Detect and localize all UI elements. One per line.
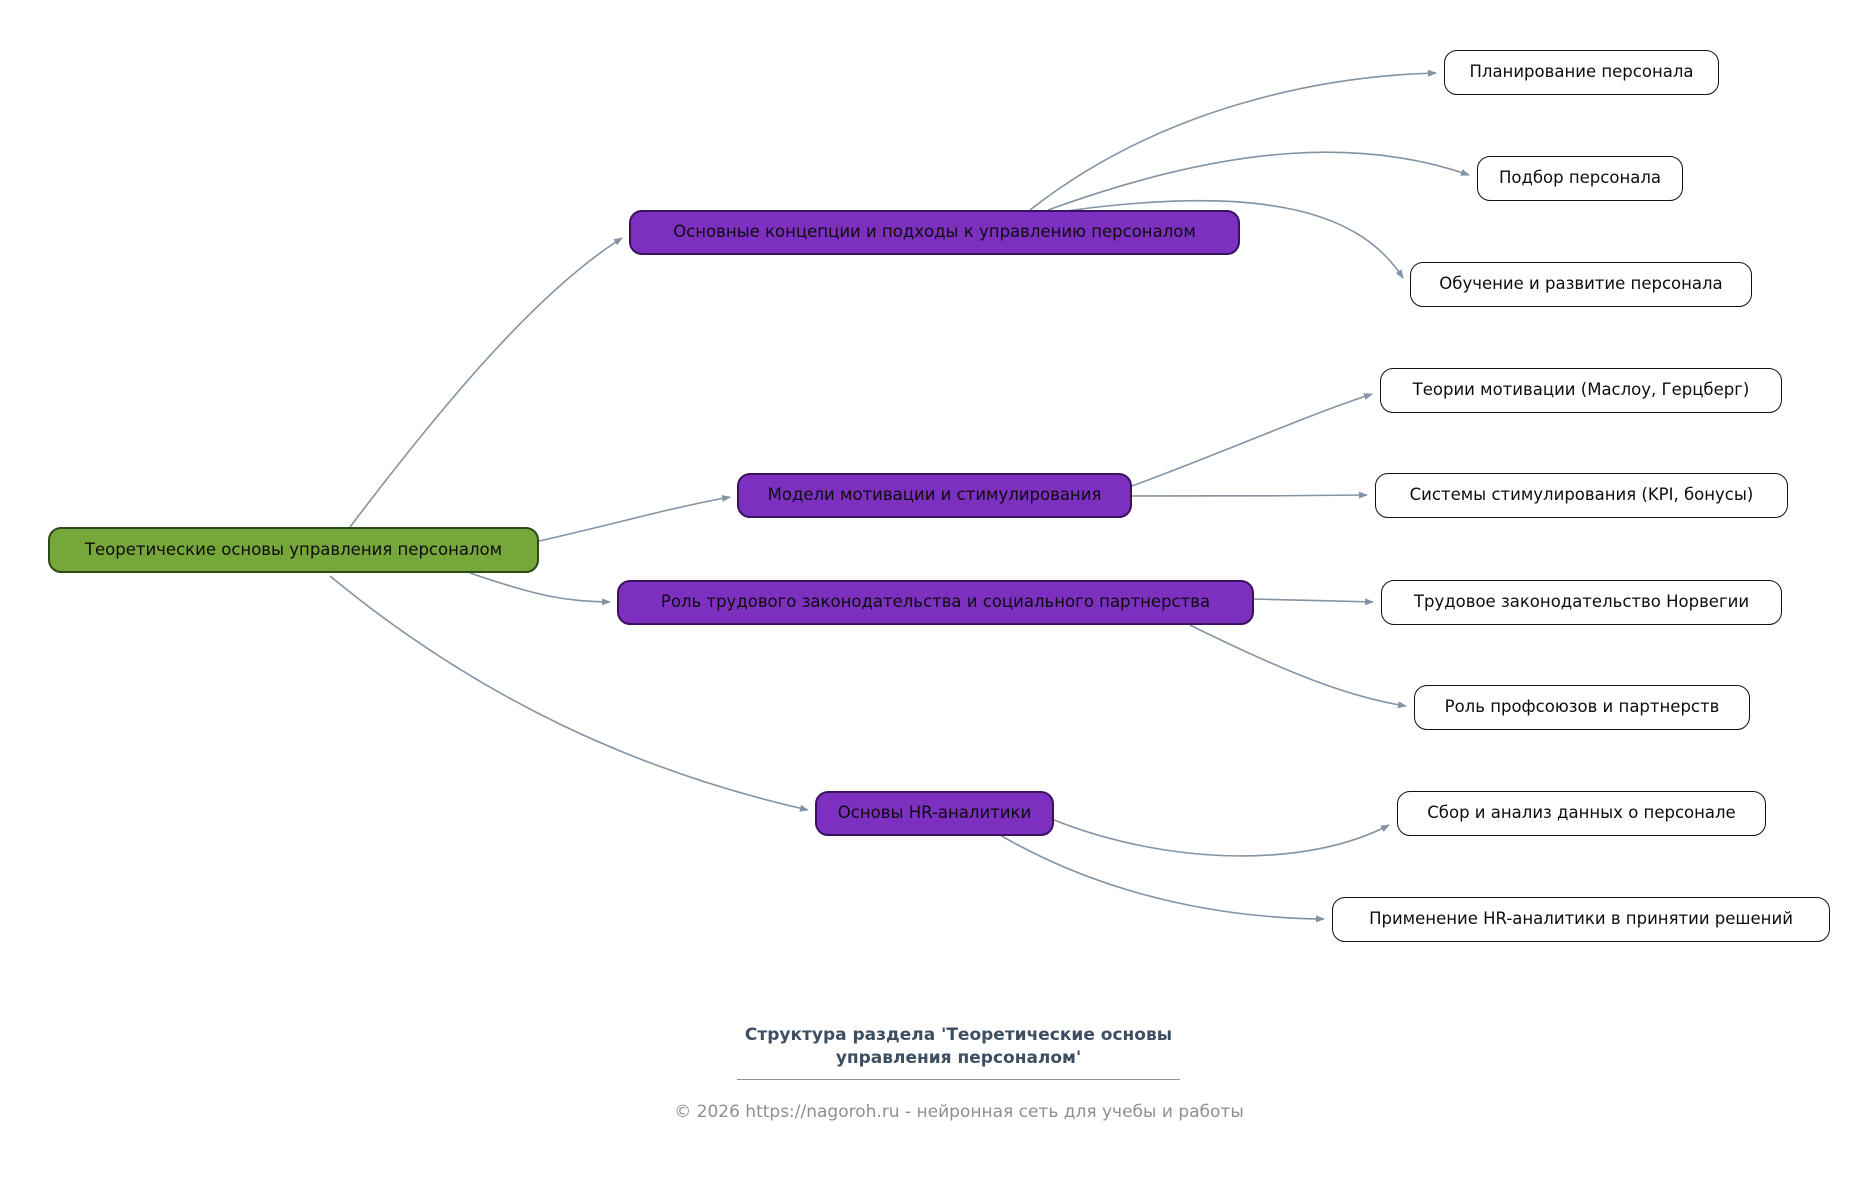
branch-node-3: Роль трудового законодательства и социал… bbox=[617, 580, 1254, 625]
branch-node-2: Модели мотивации и стимулирования bbox=[737, 473, 1132, 518]
leaf-node-1-1: Планирование персонала bbox=[1444, 50, 1719, 95]
leaf-node-4-1-label: Сбор и анализ данных о персонале bbox=[1427, 803, 1736, 823]
diagram-caption: Структура раздела 'Теоретические основы … bbox=[737, 1024, 1180, 1080]
edge-branch4-to-leaf-1 bbox=[1053, 819, 1390, 857]
leaf-node-4-1: Сбор и анализ данных о персонале bbox=[1397, 791, 1766, 836]
leaf-node-2-1: Теории мотивации (Маслоу, Герцберг) bbox=[1380, 368, 1782, 413]
leaf-node-3-2: Роль профсоюзов и партнерств bbox=[1414, 685, 1750, 730]
diagram-footer: © 2026 https://nagoroh.ru - нейронная се… bbox=[634, 1102, 1284, 1122]
branch-node-4: Основы HR-аналитики bbox=[815, 791, 1054, 836]
leaf-node-2-2: Системы стимулирования (KPI, бонусы) bbox=[1375, 473, 1788, 518]
edge-branch2-to-leaf-1 bbox=[1131, 393, 1373, 487]
leaf-node-3-1-label: Трудовое законодательство Норвегии bbox=[1413, 592, 1750, 612]
leaf-node-4-2: Применение HR-аналитики в принятии решен… bbox=[1332, 897, 1830, 942]
leaf-node-4-2-label: Применение HR-аналитики в принятии решен… bbox=[1369, 909, 1793, 929]
edge-branch3-to-leaf-2 bbox=[1189, 624, 1407, 709]
edge-branch4-to-leaf-2 bbox=[999, 834, 1325, 923]
branch-node-1-label: Основные концепции и подходы к управлени… bbox=[673, 222, 1196, 242]
edge-branch2-to-leaf-2 bbox=[1131, 491, 1368, 499]
edge-branch3-to-leaf-1 bbox=[1253, 598, 1374, 606]
branch-node-1: Основные концепции и подходы к управлени… bbox=[629, 210, 1240, 255]
edge-root-to-branch-1 bbox=[349, 237, 623, 528]
branch-node-4-label: Основы HR-аналитики bbox=[837, 803, 1032, 823]
root-node-label: Теоретические основы управления персонал… bbox=[84, 539, 503, 559]
leaf-node-1-3: Обучение и развитие персонала bbox=[1410, 262, 1752, 307]
edge-branch1-to-leaf-2 bbox=[1047, 151, 1470, 211]
leaf-node-3-2-label: Роль профсоюзов и партнерств bbox=[1444, 697, 1720, 717]
leaf-node-1-2: Подбор персонала bbox=[1477, 156, 1683, 201]
edge-branch1-to-leaf-1 bbox=[1029, 69, 1437, 211]
edge-root-to-branch-3 bbox=[469, 572, 611, 606]
caption-divider bbox=[737, 1079, 1180, 1080]
leaf-node-3-1: Трудовое законодательство Норвегии bbox=[1381, 580, 1782, 625]
branch-node-3-label: Роль трудового законодательства и социал… bbox=[660, 592, 1211, 612]
edge-root-to-branch-2 bbox=[538, 495, 731, 542]
root-node: Теоретические основы управления персонал… bbox=[48, 527, 539, 573]
leaf-node-1-1-label: Планирование персонала bbox=[1469, 62, 1694, 82]
leaf-node-1-2-label: Подбор персонала bbox=[1498, 168, 1662, 188]
leaf-node-2-1-label: Теории мотивации (Маслоу, Герцберг) bbox=[1412, 380, 1750, 400]
leaf-node-2-2-label: Системы стимулирования (KPI, бонусы) bbox=[1409, 485, 1754, 505]
diagram-caption-line2: управления персоналом' bbox=[835, 1048, 1082, 1068]
diagram-caption-line1: Структура раздела 'Теоретические основы bbox=[744, 1025, 1173, 1045]
diagram-footer-text: © 2026 https://nagoroh.ru - нейронная се… bbox=[674, 1102, 1244, 1122]
branch-node-2-label: Модели мотивации и стимулирования bbox=[767, 485, 1102, 505]
leaf-node-1-3-label: Обучение и развитие персонала bbox=[1439, 274, 1723, 294]
